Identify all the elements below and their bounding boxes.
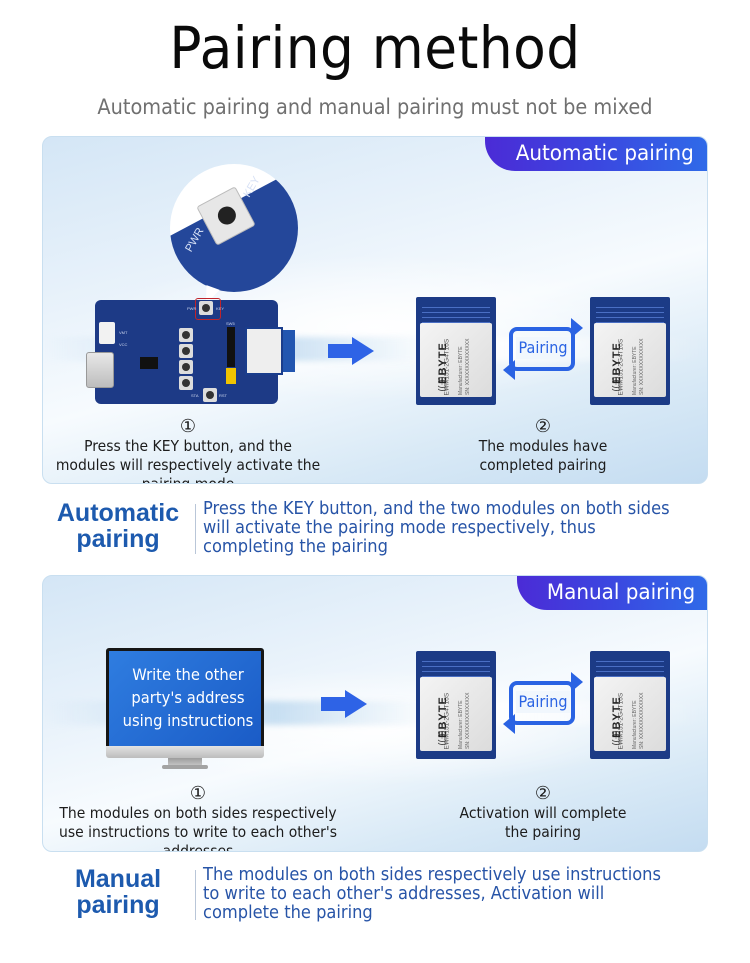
board-button bbox=[179, 376, 193, 390]
shield-can: ((·)) EBYTE EWM151-2G4T10S Manufacturer:… bbox=[420, 677, 492, 751]
module-model: EWM151-2G4T10S bbox=[443, 338, 451, 396]
vmt-silkscreen: VMT bbox=[119, 330, 128, 335]
step-text: The modules on both sides respectively u… bbox=[59, 804, 337, 852]
vcc-silkscreen: VCC bbox=[119, 342, 128, 347]
step-number: ① bbox=[179, 416, 197, 437]
usb-c-port bbox=[86, 352, 114, 388]
key-silkscreen: KEY bbox=[216, 306, 225, 311]
rst-button bbox=[203, 388, 217, 402]
summary-heading: Manual pairing bbox=[74, 865, 162, 919]
step-2: ② Activation will complete the pairing bbox=[453, 784, 633, 842]
manual-pairing-panel: Manual pairing Write the other party's a… bbox=[42, 575, 708, 852]
arrowhead-right bbox=[571, 318, 583, 338]
manual-pairing-badge: Manual pairing bbox=[516, 576, 707, 610]
module-manufacturer: Manufacturer: EBYTE bbox=[458, 346, 464, 395]
step-text: Press the KEY button, and the modules wi… bbox=[55, 437, 321, 484]
pin-header bbox=[227, 327, 235, 367]
key-button-magnifier: KEY PWR bbox=[170, 164, 298, 292]
summary-divider bbox=[195, 870, 196, 920]
pairing-cycle-icon: Pairing bbox=[503, 317, 583, 381]
summary-divider bbox=[195, 504, 196, 554]
module-serial: SN: XXXXXXXXXXXXXX bbox=[465, 338, 471, 395]
pairing-cycle-icon: Pairing bbox=[503, 671, 583, 735]
mounted-module bbox=[245, 327, 283, 375]
right-arrow-icon bbox=[328, 337, 376, 365]
module-manufacturer: Manufacturer: EBYTE bbox=[458, 700, 464, 749]
wireless-module-left: ((·)) EBYTE EWM151-2G4T10S Manufacturer:… bbox=[413, 297, 499, 405]
step-2: ② The modules have completed pairing bbox=[443, 417, 643, 475]
sw-silkscreen: SW5 bbox=[226, 321, 235, 326]
summary-description: Press the KEY button, and the two module… bbox=[203, 499, 670, 557]
module-serial: SN: XXXXXXXXXXXXXX bbox=[465, 692, 471, 749]
computer-monitor: Write the other party's address using in… bbox=[106, 648, 264, 769]
board-button bbox=[179, 344, 193, 358]
pwr-silkscreen: PWR bbox=[187, 306, 197, 311]
monitor-base bbox=[162, 765, 208, 769]
page-subtitle: Automatic pairing and manual pairing mus… bbox=[97, 95, 653, 119]
rst-silkscreen: RST bbox=[219, 393, 227, 398]
board-button bbox=[179, 360, 193, 374]
pairing-label: Pairing bbox=[516, 337, 570, 359]
automatic-pairing-badge: Automatic pairing bbox=[485, 137, 707, 171]
monitor-message: Write the other party's address using in… bbox=[122, 665, 254, 730]
module-serial: SN: XXXXXXXXXXXXXX bbox=[639, 338, 645, 395]
module-manufacturer: Manufacturer: EBYTE bbox=[632, 346, 638, 395]
step-number: ② bbox=[534, 783, 552, 804]
monitor-stand bbox=[168, 758, 202, 766]
board-button bbox=[179, 328, 193, 342]
ic-chip bbox=[140, 357, 158, 369]
right-arrow-icon bbox=[321, 690, 369, 718]
page-title: Pairing method bbox=[169, 14, 581, 82]
step-number: ② bbox=[534, 416, 552, 437]
shield-can: ((·)) EBYTE EWM151-2G4T10S Manufacturer:… bbox=[594, 677, 666, 751]
module-model: EWM151-2G4T10S bbox=[617, 692, 625, 750]
arrowhead-right bbox=[571, 672, 583, 692]
module-model: EWM151-2G4T10S bbox=[443, 692, 451, 750]
module-model: EWM151-2G4T10S bbox=[617, 338, 625, 396]
automatic-pairing-panel: Automatic pairing KEY PWR PWR KEY STA RS… bbox=[42, 136, 708, 484]
wireless-module-right: ((·)) EBYTE EWM151-2G4T10S Manufacturer:… bbox=[587, 651, 673, 759]
summary-heading: Automatic pairing bbox=[56, 499, 180, 553]
test-board: PWR KEY STA RST SW5 VMT VCC bbox=[86, 298, 295, 404]
pairing-loop bbox=[509, 681, 575, 725]
step-text: Activation will complete the pairing bbox=[459, 804, 627, 841]
arrowhead-left bbox=[503, 360, 515, 380]
pairing-loop bbox=[509, 327, 575, 371]
wireless-module-left: ((·)) EBYTE EWM151-2G4T10S Manufacturer:… bbox=[413, 651, 499, 759]
monitor-chin bbox=[106, 746, 264, 758]
key-button-highlight bbox=[195, 298, 221, 320]
step-text: The modules have completed pairing bbox=[478, 437, 608, 474]
step-1: ① The modules on both sides respectively… bbox=[43, 783, 353, 852]
step-number: ① bbox=[189, 783, 207, 804]
module-serial: SN: XXXXXXXXXXXXXX bbox=[639, 692, 645, 749]
arrowhead-left bbox=[503, 714, 515, 734]
shield-can: ((·)) EBYTE EWM151-2G4T10S Manufacturer:… bbox=[420, 323, 492, 397]
summary-description: The modules on both sides respectively u… bbox=[203, 865, 661, 923]
jumper bbox=[226, 368, 236, 384]
shield-can: ((·)) EBYTE EWM151-2G4T10S Manufacturer:… bbox=[594, 323, 666, 397]
wireless-module-right: ((·)) EBYTE EWM151-2G4T10S Manufacturer:… bbox=[587, 297, 673, 405]
battery-connector bbox=[99, 322, 115, 344]
key-button bbox=[199, 301, 213, 315]
sta-silkscreen: STA bbox=[191, 393, 199, 398]
step-1: ① Press the KEY button, and the modules … bbox=[43, 416, 333, 484]
module-antenna bbox=[281, 330, 295, 372]
monitor-screen: Write the other party's address using in… bbox=[106, 648, 264, 751]
module-manufacturer: Manufacturer: EBYTE bbox=[632, 700, 638, 749]
pairing-label: Pairing bbox=[516, 691, 570, 713]
